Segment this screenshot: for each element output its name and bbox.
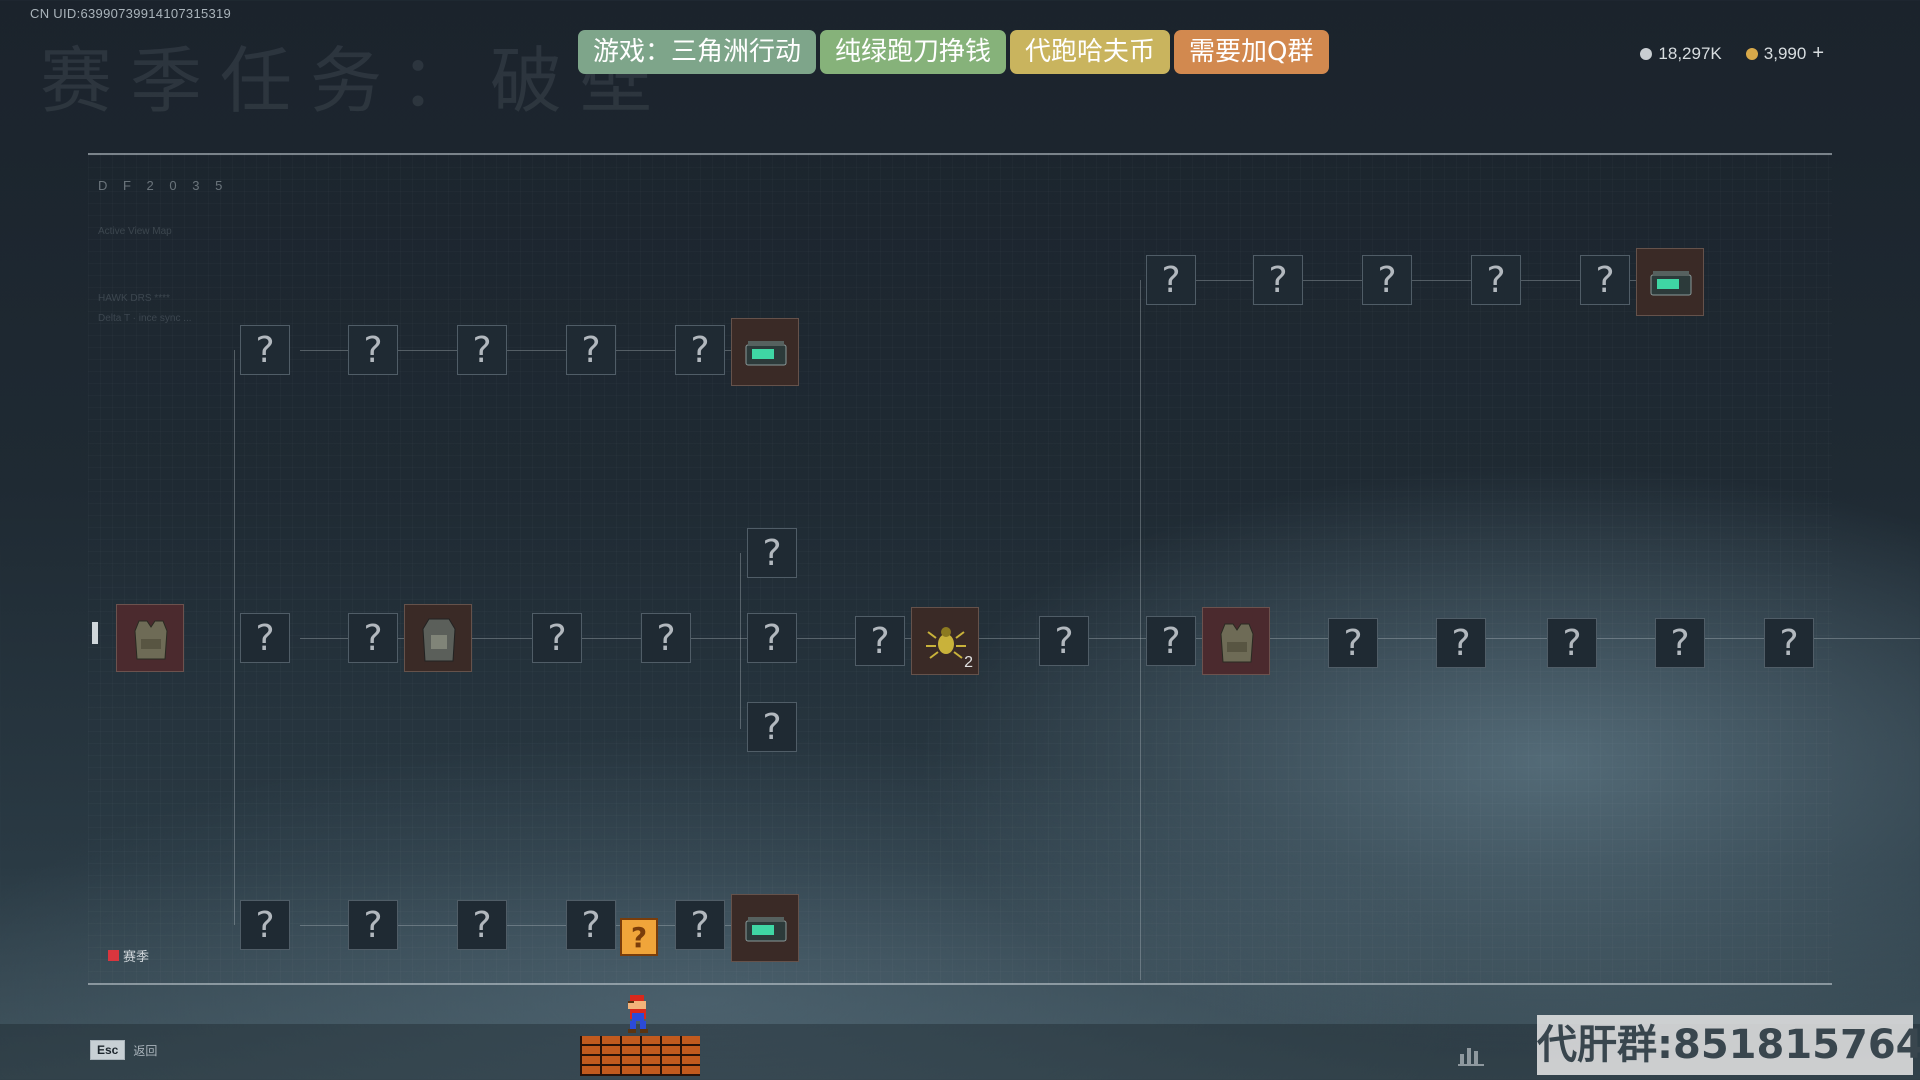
locked-task-node[interactable]: ? (747, 613, 797, 663)
battery-icon (736, 323, 796, 388)
legend: 赛季 (108, 946, 149, 965)
locked-task-node[interactable]: ? (532, 613, 582, 663)
back-label: 返回 (133, 1043, 158, 1058)
task-tree-panel (88, 153, 1832, 985)
connector-line (300, 638, 1920, 639)
backpack-icon (409, 609, 469, 674)
locked-task-node[interactable]: ? (348, 900, 398, 950)
panel-faint-text: Delta T · ince sync ... (98, 313, 192, 324)
question-block: ? (620, 918, 658, 956)
add-currency-button[interactable]: + (1812, 42, 1824, 64)
locked-task-node[interactable]: ? (855, 616, 905, 666)
silver-coin-icon (1640, 47, 1653, 60)
locked-task-node[interactable]: ? (457, 325, 507, 375)
locked-task-node[interactable]: ? (457, 900, 507, 950)
tag-qgroup: 需要加Q群 (1174, 30, 1329, 74)
watermark: 代肝群:851815764 (1537, 1015, 1920, 1075)
locked-task-node[interactable]: ? (240, 613, 290, 663)
reward-item[interactable] (404, 604, 472, 672)
connector-line (1170, 280, 1670, 281)
connector-line (1140, 280, 1141, 980)
locked-task-node[interactable]: ? (675, 325, 725, 375)
reward-item[interactable] (1636, 248, 1704, 316)
reward-item[interactable] (731, 318, 799, 386)
esc-key: Esc (90, 1040, 126, 1060)
df-label: D F 2 0 3 5 (98, 178, 229, 193)
locked-task-node[interactable]: ? (1146, 255, 1196, 305)
locked-task-node[interactable]: ? (641, 613, 691, 663)
promo-tags: 游戏：三角洲行动 纯绿跑刀挣钱 代跑哈夫币 需要加Q群 (578, 30, 1329, 74)
connector-line (300, 925, 740, 926)
locked-task-node[interactable]: ? (1039, 616, 1089, 666)
silver-value: 18,297K (1658, 43, 1722, 63)
tag-game: 游戏：三角洲行动 (578, 30, 817, 74)
panel-faint-text: Active View Map (98, 226, 172, 237)
locked-task-node[interactable]: ? (675, 900, 725, 950)
reward-item[interactable]: 2 (911, 607, 979, 675)
reward-item[interactable] (116, 604, 184, 672)
bulletproof-vest-icon (1207, 612, 1267, 677)
mario-sprite (622, 995, 654, 1040)
uid-text: CN UID:6399073991410731531​9 (30, 6, 232, 21)
back-button[interactable]: Esc 返回 (90, 1040, 157, 1060)
tree-edge-marker (92, 622, 98, 644)
connector-line (300, 350, 740, 351)
tag-currency: 代跑哈夫币 (1010, 30, 1171, 74)
locked-task-node[interactable]: ? (348, 613, 398, 663)
locked-task-node[interactable]: ? (1655, 618, 1705, 668)
gold-currency[interactable]: 3,990 + (1745, 42, 1824, 65)
locked-task-node[interactable]: ? (1146, 616, 1196, 666)
locked-task-node[interactable]: ? (747, 702, 797, 752)
locked-task-node[interactable]: ? (1328, 618, 1378, 668)
locked-task-node[interactable]: ? (240, 325, 290, 375)
tag-run: 纯绿跑刀挣钱 (820, 30, 1007, 74)
locked-task-node[interactable]: ? (1362, 255, 1412, 305)
chart-icon[interactable] (1458, 1042, 1486, 1071)
legend-swatch (108, 950, 119, 961)
battery-icon (736, 899, 796, 964)
reward-item[interactable] (1202, 607, 1270, 675)
locked-task-node[interactable]: ? (1764, 618, 1814, 668)
locked-task-node[interactable]: ? (240, 900, 290, 950)
battery-icon (1641, 253, 1701, 318)
locked-task-node[interactable]: ? (1580, 255, 1630, 305)
locked-task-node[interactable]: ? (1436, 618, 1486, 668)
locked-task-node[interactable]: ? (348, 325, 398, 375)
panel-faint-text: HAWK DRS **** (98, 293, 170, 304)
brick-blocks (580, 1036, 700, 1076)
reward-item[interactable] (731, 894, 799, 962)
connector-line (234, 350, 235, 925)
bug-icon (916, 612, 976, 677)
locked-task-node[interactable]: ? (1547, 618, 1597, 668)
item-count: 2 (964, 654, 973, 671)
locked-task-node[interactable]: ? (566, 325, 616, 375)
page-title: 赛季任务：破壁 (40, 39, 671, 123)
legend-label: 赛季 (123, 949, 150, 964)
currency-bar: 18,297K 3,990 + (1640, 42, 1824, 65)
locked-task-node[interactable]: ? (747, 528, 797, 578)
gold-coin-icon (1745, 48, 1758, 60)
connector-line (740, 553, 741, 729)
locked-task-node[interactable]: ? (1253, 255, 1303, 305)
silver-currency: 18,297K (1640, 43, 1722, 64)
locked-task-node[interactable]: ? (1471, 255, 1521, 305)
gold-value: 3,990 (1763, 44, 1807, 63)
bulletproof-vest-icon (121, 609, 181, 674)
locked-task-node[interactable]: ? (566, 900, 616, 950)
